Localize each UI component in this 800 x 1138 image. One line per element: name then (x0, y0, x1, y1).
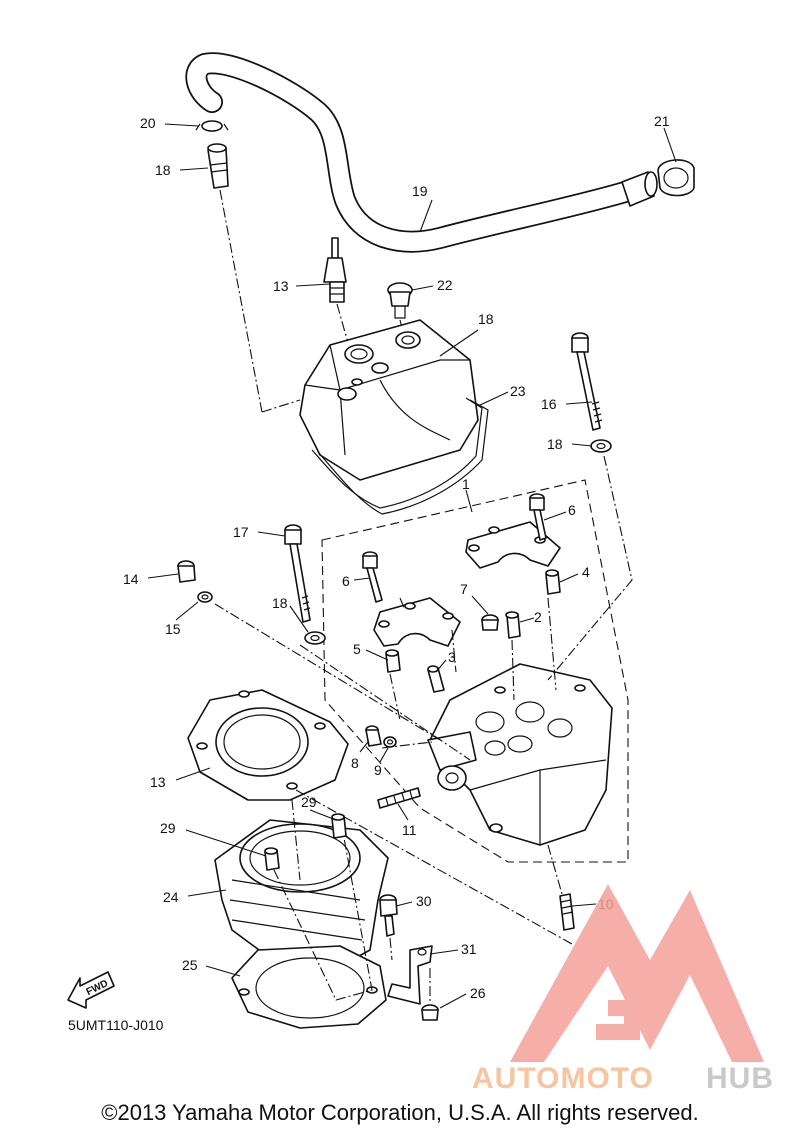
callout-label: 4 (582, 564, 590, 580)
camshaft-cap-right (465, 521, 561, 569)
callout-label: 13 (273, 278, 289, 294)
camshaft-cap-left (373, 597, 461, 647)
exploded-parts-diagram: 20 18 19 21 13 22 18 23 16 18 1 6 4 7 2 … (67, 52, 774, 1095)
assembly-lines (214, 399, 633, 1004)
callout-label: 2 (534, 609, 542, 625)
watermark-logo (510, 884, 764, 1062)
stud-3 (427, 665, 445, 693)
hose-end-fitting (621, 171, 658, 207)
leader-lines (147, 123, 677, 1009)
callout-label: 19 (412, 183, 428, 199)
hose-clamp-23 (657, 159, 695, 197)
washer-18-right (590, 439, 612, 453)
callout-label: 18 (547, 436, 563, 452)
dowel-pin-29-lower (264, 847, 280, 871)
stud-2 (505, 611, 521, 639)
head-side-fitting (427, 731, 477, 791)
callout-label: 22 (437, 277, 453, 293)
stud-10 (559, 893, 575, 931)
copyright-notice: ©2013 Yamaha Motor Corporation, U.S.A. A… (101, 1100, 699, 1125)
washer-18-left (304, 631, 326, 645)
cap-bolt-24 (387, 282, 413, 319)
callout-label: 7 (460, 581, 468, 597)
callout-label: 26 (470, 985, 486, 1001)
stud-11 (377, 787, 421, 809)
callout-label: 18 (272, 595, 288, 611)
callout-label: 1 (462, 476, 470, 492)
watermark-g-icon (596, 1000, 640, 1040)
callout-label: 31 (461, 941, 477, 957)
watermark-triangle-icon (510, 884, 764, 1062)
watermark-text-primary: AUTOMOTO (472, 1062, 654, 1095)
watermark-text-secondary: HUB (706, 1062, 774, 1095)
bolt-6-right (529, 493, 547, 541)
callout-label: 6 (342, 573, 350, 589)
callout-label: 3 (448, 649, 456, 665)
nut-7 (481, 614, 499, 631)
bolt-6-left (362, 551, 383, 603)
callout-label: 18 (478, 311, 494, 327)
nut-28 (421, 1004, 439, 1021)
callout-label: 23 (510, 383, 526, 399)
callout-label: 25 (182, 957, 198, 973)
washer-9 (383, 736, 397, 748)
drawing-code: 5UMT110-J010 (68, 1017, 164, 1033)
breather-hose (185, 52, 636, 253)
washer-14 (197, 591, 213, 603)
spark-plug-12 (323, 237, 347, 303)
callout-label: 16 (541, 396, 557, 412)
callout-label: 29 (160, 820, 176, 836)
callout-label: 11 (402, 822, 417, 838)
watermark-text: AUTOMOTO HUB (472, 1062, 774, 1095)
dowel-pin-4 (545, 569, 561, 595)
head-cover-gasket-25 (311, 397, 489, 515)
cylinder-head-cover-19 (299, 319, 479, 481)
callout-label: 21 (654, 113, 670, 129)
forward-arrow: FWD (67, 971, 115, 1009)
bolt-16 (284, 524, 311, 623)
cylinder-base-gasket-27 (231, 945, 387, 1029)
callout-label: 9 (374, 762, 382, 778)
callout-label: 17 (233, 524, 249, 540)
callout-label: 24 (163, 889, 179, 905)
callout-label: 20 (140, 115, 156, 131)
breather-joint-20 (207, 143, 229, 189)
assembly-boundary-1 (321, 479, 629, 863)
bolt-13 (177, 560, 196, 583)
callout-label: 15 (165, 621, 181, 637)
callout-label: 5 (353, 641, 361, 657)
dowel-pin-29-upper (331, 813, 347, 839)
bolt-8 (365, 725, 382, 747)
bracket-31 (387, 945, 433, 1005)
callout-label: 30 (416, 893, 432, 909)
callout-label: 13 (150, 774, 166, 790)
dowel-pin-5 (385, 649, 401, 673)
callout-label: 18 (155, 162, 171, 178)
callout-label: 29 (301, 794, 317, 810)
cylinder-head (429, 663, 613, 846)
hose-clip-22 (195, 120, 229, 132)
callout-label: 6 (568, 502, 576, 518)
callout-label: 14 (123, 571, 139, 587)
cylinder-head-gasket-15 (187, 689, 349, 801)
bolt-17 (571, 332, 603, 431)
callout-label: 8 (351, 755, 359, 771)
bolt-30 (379, 894, 398, 937)
